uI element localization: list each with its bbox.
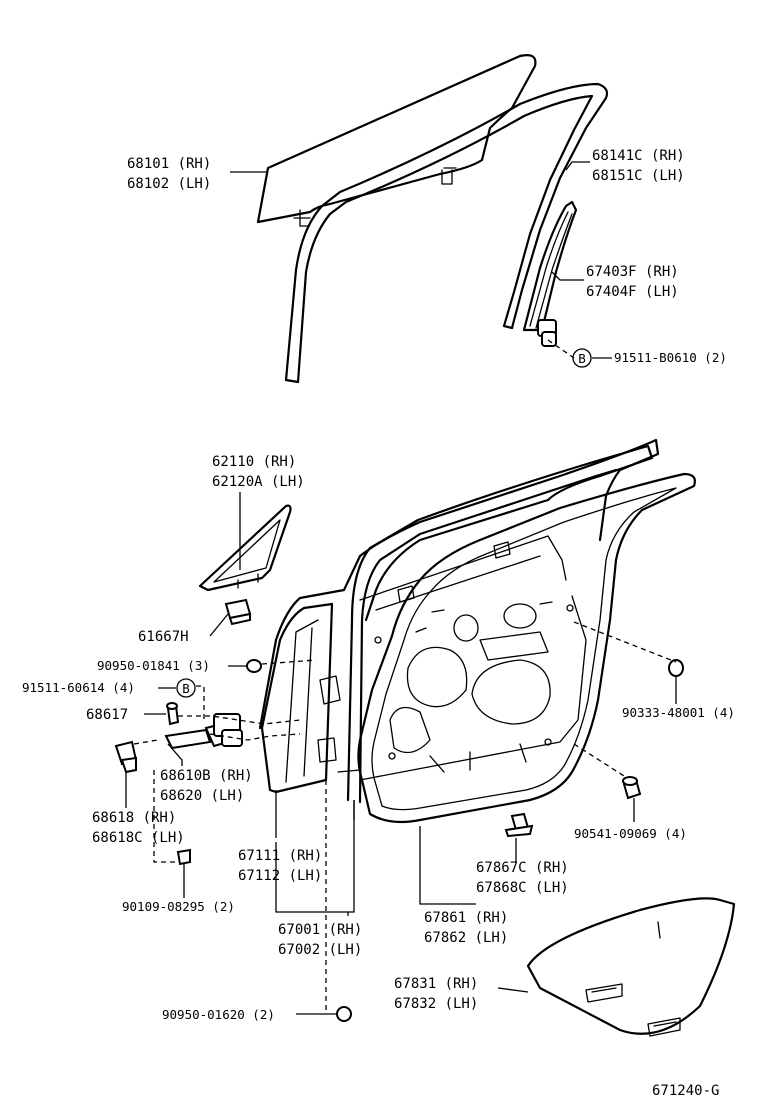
- label-67832: 67832 (LH): [394, 996, 478, 1012]
- label-90109-08295: 90109-08295 (2): [122, 899, 235, 914]
- quarter-glass: [198, 504, 292, 592]
- label-68610b: 68610B (RH): [160, 768, 253, 784]
- label-67868c: 67868C (LH): [476, 880, 569, 896]
- rear-channel: [522, 200, 578, 347]
- plug-90333-48001: [668, 659, 684, 677]
- label-67112: 67112 (LH): [238, 868, 322, 884]
- label-68141c: 68141C (RH): [592, 148, 685, 164]
- label-68151c: 68151C (LH): [592, 168, 685, 184]
- label-62120a: 62120A (LH): [212, 474, 305, 490]
- door-weatherstrip: [357, 472, 696, 824]
- label-90950-01841: 90950-01841 (3): [97, 658, 210, 673]
- door-glass: [256, 54, 537, 227]
- bracket-61667h: [224, 598, 252, 626]
- label-90333-48001: 90333-48001 (4): [622, 705, 735, 720]
- label-90541-09069: 90541-09069 (4): [574, 826, 687, 841]
- label-68617: 68617: [86, 707, 128, 723]
- fasteners: [176, 659, 684, 1022]
- part-labels: 68101 (RH) 68102 (LH) 68141C (RH) 68151C…: [22, 148, 735, 1099]
- leader-lines: [125, 161, 677, 1015]
- callout-b-left: B: [176, 678, 196, 698]
- label-61667h: 61667H: [138, 629, 189, 645]
- label-67111: 67111 (RH): [238, 848, 322, 864]
- plug-90950-01620: [336, 1006, 352, 1022]
- label-67001: 67001 (RH): [278, 922, 362, 938]
- label-62110: 62110 (RH): [212, 454, 296, 470]
- label-68618: 68618 (RH): [92, 810, 176, 826]
- label-67861: 67861 (RH): [424, 910, 508, 926]
- hinge-assembly: [114, 702, 243, 774]
- label-91511-60614: 91511-60614 (4): [22, 680, 135, 695]
- bolt-90109: [176, 848, 191, 866]
- label-67862: 67862 (LH): [424, 930, 508, 946]
- label-67002: 67002 (LH): [278, 942, 362, 958]
- label-68620: 68620 (LH): [160, 788, 244, 804]
- service-hole-cover: [526, 897, 736, 1037]
- label-90950-01620: 90950-01620 (2): [162, 1007, 275, 1022]
- plug-90950-01841: [246, 659, 262, 673]
- label-68102: 68102 (LH): [127, 176, 211, 192]
- door-panel: [258, 438, 660, 804]
- diagram-code: 671240-G: [652, 1083, 719, 1099]
- label-67404f: 67404F (LH): [586, 284, 679, 300]
- svg-text:B: B: [578, 351, 586, 366]
- label-67867c: 67867C (RH): [476, 860, 569, 876]
- svg-text:B: B: [182, 681, 190, 696]
- label-68618c: 68618C (LH): [92, 830, 185, 846]
- glass-run: [284, 82, 609, 384]
- callout-b-top: B: [572, 348, 592, 368]
- label-68101: 68101 (RH): [127, 156, 211, 172]
- label-91511-b0610: 91511-B0610 (2): [614, 350, 727, 365]
- label-67403f: 67403F (RH): [586, 264, 679, 280]
- label-67831: 67831 (RH): [394, 976, 478, 992]
